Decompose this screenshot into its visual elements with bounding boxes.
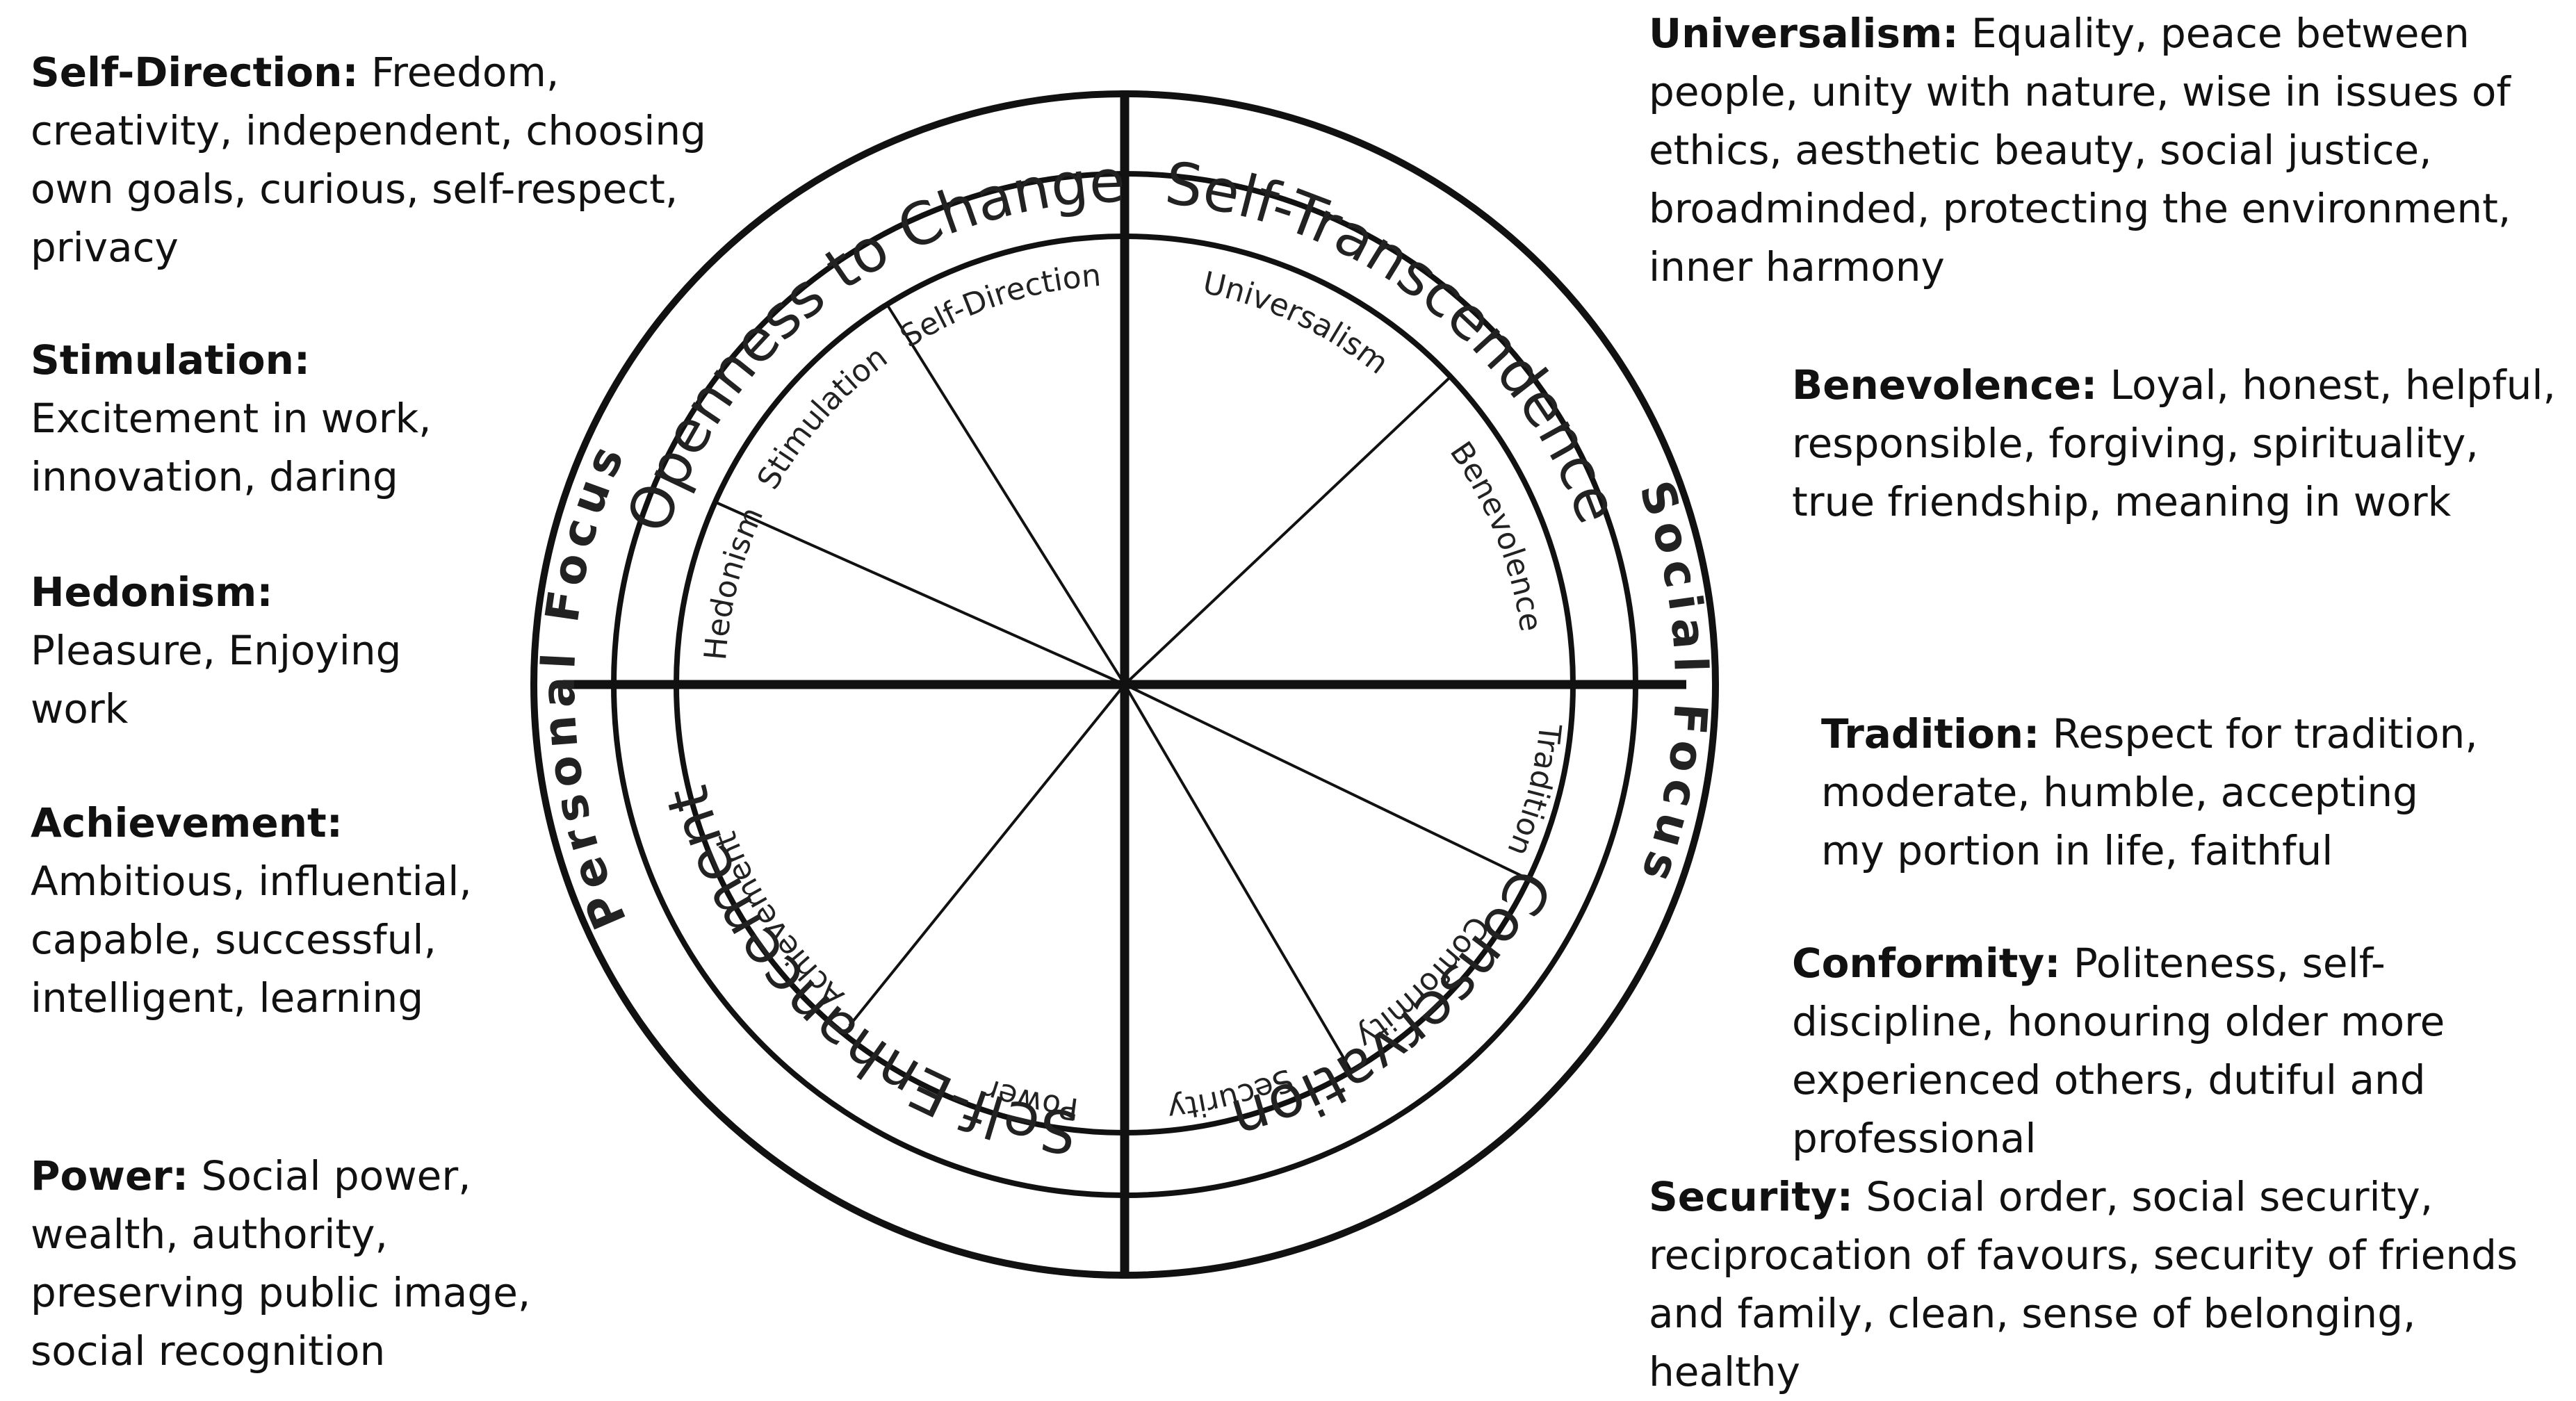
divider-conformity-security (1123, 683, 1353, 1072)
value-label-hedonism: Hedonism (698, 502, 770, 662)
hedonism-term: Hedonism: (31, 568, 273, 616)
security-definition: Social order, social security, reciproca… (1649, 1173, 2518, 1395)
achievement-definition: Ambitious, influential, capable, success… (31, 858, 472, 1022)
stimulation-description: Stimulation: Excitement in work, innovat… (31, 331, 517, 506)
value-label-universalism: Universalism (1200, 265, 1395, 381)
hedonism-description: Hedonism: Pleasure, Enjoying work (31, 563, 462, 738)
value-label-self-direction: Self-Direction (894, 258, 1102, 354)
conformity-term: Conformity: (1792, 940, 2061, 987)
power-description: Power: Social power, wealth, authority, … (31, 1147, 614, 1380)
self-direction-term: Self-Direction: (31, 49, 359, 96)
security-term: Security: (1649, 1173, 1853, 1220)
tradition-description: Tradition: Respect for tradition, modera… (1821, 705, 2481, 880)
divider-selfdirection-stimulation (886, 303, 1126, 686)
benevolence-description: Benevolence: Loyal, honest, helpful, res… (1792, 356, 2570, 531)
divider-universalism-benevolence (1123, 375, 1452, 686)
universalism-term: Universalism: (1649, 10, 1959, 57)
self-direction-description: Self-Direction: Freedom, creativity, ind… (31, 43, 726, 277)
security-description: Security: Social order, social security,… (1649, 1168, 2573, 1401)
conformity-description: Conformity: Politeness, self-discipline,… (1792, 934, 2563, 1168)
self-direction-definition: Freedom, creativity, independent, choosi… (31, 49, 706, 271)
stimulation-definition: Excitement in work, innovation, daring (31, 395, 432, 500)
stimulation-term: Stimulation: (31, 336, 311, 384)
tradition-term: Tradition: (1821, 710, 2040, 757)
divider-tradition-conformity (1124, 683, 1529, 880)
benevolence-definition: Loyal, honest, helpful, responsible, for… (1792, 361, 2556, 525)
conformity-definition: Politeness, self-discipline, honouring o… (1792, 940, 2445, 1162)
power-definition: Social power, wealth, authority, preserv… (31, 1152, 531, 1375)
achievement-term: Achievement: (31, 799, 343, 846)
universalism-description: Universalism: Equality, peace between pe… (1649, 4, 2573, 296)
achievement-description: Achievement: Ambitious, influential, cap… (31, 794, 475, 1027)
benevolence-term: Benevolence: (1792, 361, 2098, 409)
hedonism-definition: Pleasure, Enjoying work (31, 627, 402, 732)
self-transcendence-label: Self-Transcendence (1161, 149, 1632, 532)
power-term: Power: (31, 1152, 189, 1199)
tradition-definition: Respect for tradition, moderate, humble,… (1821, 710, 2478, 874)
divider-stimulation-hedonism (714, 500, 1125, 686)
divider-achievement-power (848, 683, 1126, 1027)
universalism-definition: Equality, peace between people, unity wi… (1649, 10, 2511, 290)
value-label-benevolence: Benevolence (1443, 436, 1549, 634)
